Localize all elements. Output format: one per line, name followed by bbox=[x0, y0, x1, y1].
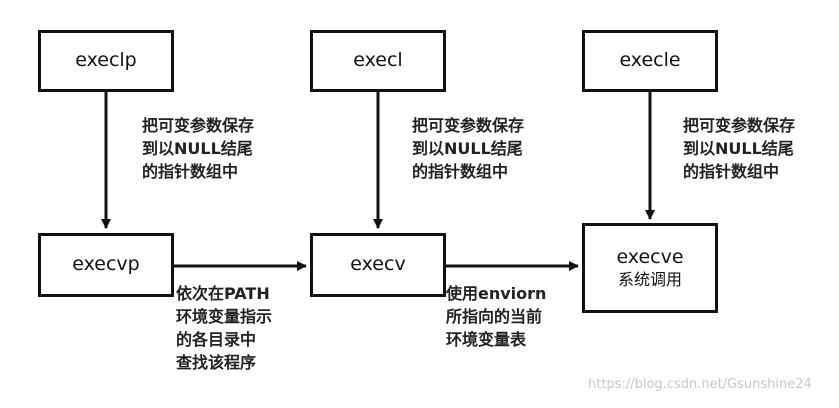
execlp-box: execlp bbox=[38, 30, 174, 92]
execle-box: execle bbox=[582, 30, 718, 92]
execve-box: execve 系统调用 bbox=[582, 223, 718, 313]
execv-label: execv bbox=[350, 253, 406, 276]
execvp-label: execvp bbox=[72, 253, 140, 276]
execv-box: execv bbox=[310, 233, 446, 297]
note-execlp: 把可变参数保存 到以NULL结尾 的指针数组中 bbox=[142, 116, 255, 181]
execlp-label: execlp bbox=[75, 49, 137, 72]
execve-sublabel: 系统调用 bbox=[617, 269, 682, 289]
watermark: https://blog.csdn.net/Gsunshine24 bbox=[588, 377, 812, 392]
note-execl: 把可变参数保存 到以NULL结尾 的指针数组中 bbox=[412, 116, 525, 181]
execl-box: execl bbox=[310, 30, 446, 92]
execle-label: execle bbox=[619, 49, 681, 72]
execl-label: execl bbox=[353, 49, 403, 72]
note-path-search: 依次在PATH 环境变量指示 的各目录中 查找该程序 bbox=[176, 284, 273, 372]
note-environ: 使用enviorn 所指向的当前 环境变量表 bbox=[446, 284, 547, 349]
execve-label: execve bbox=[616, 246, 684, 269]
note-execle: 把可变参数保存 到以NULL结尾 的指针数组中 bbox=[683, 116, 796, 181]
execvp-box: execvp bbox=[38, 233, 174, 297]
